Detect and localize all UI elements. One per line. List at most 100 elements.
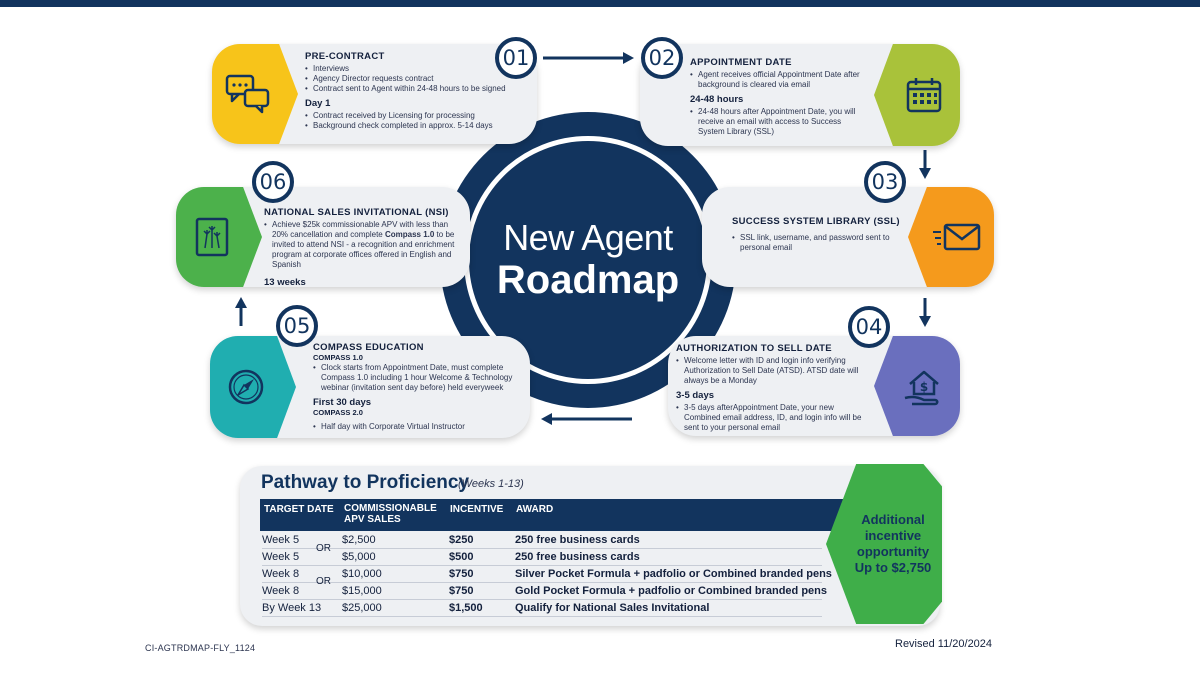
step-number-03: 03 (864, 161, 906, 203)
table-row: Week 8 $10,000 $750 Silver Pocket Formul… (262, 566, 832, 583)
arrow-right-icon (543, 52, 634, 64)
step-subtitle-02: 24-48 hours (690, 94, 744, 105)
step-title-04: AUTHORIZATION TO SELL DATE (676, 343, 832, 354)
cell-incentive: $750 (449, 585, 474, 597)
step-body-02: APPOINTMENT DATE Agent receives official… (690, 58, 870, 137)
arrow-down-icon (919, 298, 931, 327)
step-number-04: 04 (848, 306, 890, 348)
step-tab-02 (874, 44, 960, 146)
step-title-03: SUCCESS SYSTEM LIBRARY (SSL) (732, 216, 900, 227)
incentive-line4: Up to $2,750 (854, 560, 932, 575)
step-bullet-bold: Compass 1.0 (384, 230, 435, 239)
cell-week: Week 5 (262, 551, 300, 563)
top-bar (0, 0, 1200, 7)
step-bullet: Agent receives official Appointment Date… (690, 70, 870, 90)
header-award: AWARD (516, 504, 554, 515)
envelope-icon (933, 223, 981, 251)
house-dollar-hand-icon: $ (904, 370, 939, 406)
step-title-02: APPOINTMENT DATE (690, 57, 792, 68)
pathway-weeks: (Weeks 1-13) (458, 478, 524, 490)
header-target-date: TARGET DATE (264, 504, 334, 515)
step-card-05: COMPASS EDUCATION COMPASS 1.0 Clock star… (210, 336, 530, 438)
step-body-05: COMPASS EDUCATION COMPASS 1.0 Clock star… (313, 342, 523, 433)
table-row: By Week 13 $25,000 $1,500 Qualify for Na… (262, 600, 822, 617)
step-subtitle-06: 13 weeks (264, 277, 306, 288)
incentive-line3: opportunity (856, 544, 930, 559)
cell-award: 250 free business cards (515, 551, 640, 563)
fireworks-frame-icon (195, 217, 229, 257)
pathway-table-panel: Pathway to Proficiency (Weeks 1-13) TARG… (240, 466, 940, 626)
cell-incentive: $500 (449, 551, 474, 563)
step-title-05: COMPASS EDUCATION (313, 342, 424, 353)
step-bullet: Clock starts from Appointment Date, must… (313, 363, 523, 393)
step-number-05: 05 (276, 305, 318, 347)
step-tab-06 (176, 187, 262, 287)
step-tab-04: $ (874, 336, 960, 436)
cell-award: 250 free business cards (515, 534, 640, 546)
step-body-03: SUCCESS SYSTEM LIBRARY (SSL) SSL link, u… (732, 217, 900, 253)
calendar-icon (906, 78, 942, 113)
step-bullet: Half day with Corporate Virtual Instruct… (313, 422, 523, 432)
step-tab-03 (908, 187, 994, 287)
cell-apv: $10,000 (342, 568, 382, 580)
step-bullet: Contract received by Licensing for proce… (305, 111, 531, 121)
step-mini-title-05b: COMPASS 2.0 (313, 408, 363, 417)
step-subtitle-01: Day 1 (305, 98, 331, 109)
step-bullet: Background check completed in approx. 5-… (305, 121, 531, 131)
step-body-06: NATIONAL SALES INVITATIONAL (NSI) Achiev… (264, 208, 464, 290)
table-row: Week 5 $2,500 $250 250 free business car… (262, 532, 822, 549)
cell-week: Week 5 (262, 534, 300, 546)
step-bullet-text: Achieve $25k commissionable APV with les… (272, 220, 449, 239)
header-apv-line1: COMMISSIONABLE (344, 503, 437, 514)
step-body-01: PRE-CONTRACT Interviews Agency Director … (305, 51, 531, 132)
step-card-02: APPOINTMENT DATE Agent receives official… (640, 44, 960, 146)
step-mini-title-05a: COMPASS 1.0 (313, 353, 363, 362)
compass-icon (228, 369, 264, 405)
step-card-04: $ AUTHORIZATION TO SELL DATE Welcome let… (668, 336, 960, 436)
step-bullet-06: Achieve $25k commissionable APV with les… (264, 220, 464, 270)
cell-award: Silver Pocket Formula + padfolio or Comb… (515, 568, 832, 580)
step-bullet: 24-48 hours after Appointment Date, you … (690, 107, 870, 137)
step-tab-05 (210, 336, 296, 438)
table-row: Week 8 $15,000 $750 Gold Pocket Formula … (262, 583, 827, 600)
revision-date: Revised 11/20/2024 (895, 638, 993, 650)
hub-title-line1: New Agent (503, 217, 673, 258)
step-title-06: NATIONAL SALES INVITATIONAL (NSI) (264, 207, 449, 218)
incentive-line1: Additional (861, 512, 925, 527)
or-label: OR (316, 576, 331, 587)
cell-incentive: $750 (449, 568, 474, 580)
step-bullet: Agency Director requests contract (305, 74, 531, 84)
step-number-01: 01 (495, 37, 537, 79)
step-bullet: Welcome letter with ID and login info ve… (676, 356, 866, 386)
cell-week: Week 8 (262, 568, 300, 580)
hub-title-line2: Roadmap (496, 258, 680, 302)
step-bullet-text: to be invited to attend NSI - a recognit… (272, 230, 455, 269)
cell-incentive: $1,500 (449, 602, 483, 614)
step-card-06: NATIONAL SALES INVITATIONAL (NSI) Achiev… (176, 187, 470, 290)
cell-apv: $15,000 (342, 585, 382, 597)
step-number-02: 02 (641, 37, 683, 79)
document-code: CI-AGTRDMAP-FLY_1124 (145, 643, 256, 653)
step-card-03: SUCCESS SYSTEM LIBRARY (SSL) SSL link, u… (702, 187, 994, 287)
arrow-down-icon (919, 150, 931, 179)
cell-apv: $2,500 (342, 534, 376, 546)
cell-apv: $5,000 (342, 551, 376, 563)
step-bullet: 3-5 days afterAppointment Date, your new… (676, 403, 866, 433)
step-body-04: AUTHORIZATION TO SELL DATE Welcome lette… (676, 344, 866, 433)
step-title-01: PRE-CONTRACT (305, 51, 385, 62)
step-subtitle-05: First 30 days (313, 397, 372, 408)
cell-week: By Week 13 (262, 602, 322, 614)
step-subtitle-04: 3-5 days (676, 390, 715, 401)
chat-bubbles-icon (225, 74, 270, 114)
header-apv-line2: APV SALES (344, 514, 401, 525)
step-tab-01 (212, 44, 298, 144)
step-bullet: SSL link, username, and password sent to… (732, 233, 900, 253)
step-bullet: Contract sent to Agent within 24-48 hour… (305, 84, 531, 94)
incentive-line2: incentive (864, 528, 922, 543)
step-card-01: PRE-CONTRACT Interviews Agency Director … (212, 44, 537, 144)
step-bullet: Interviews (305, 64, 531, 74)
cell-award: Qualify for National Sales Invitational (515, 602, 710, 614)
cell-apv: $25,000 (342, 602, 382, 614)
